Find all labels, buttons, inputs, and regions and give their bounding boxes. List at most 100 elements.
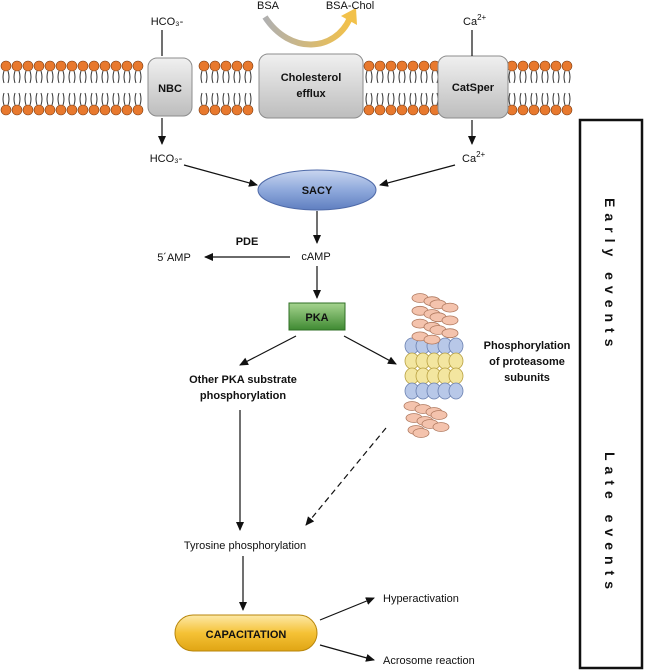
proteasome-subunit <box>448 337 464 355</box>
lipid-head <box>99 104 111 116</box>
lipid-head <box>132 104 144 116</box>
lipid-tail <box>35 70 43 84</box>
capacitation-node <box>174 614 318 652</box>
lipid-head <box>561 104 573 116</box>
lipid-tail <box>244 70 252 84</box>
nbc-transporter <box>147 57 193 117</box>
lipid-head <box>209 60 221 72</box>
proteasome-regulatory-cap <box>412 428 430 438</box>
amp-label: 5´AMP <box>157 252 191 264</box>
lipid-tail <box>541 92 549 106</box>
lipid-head <box>55 60 67 72</box>
lipid-head <box>539 60 551 72</box>
lipid-tail <box>46 70 54 84</box>
lipid-tail <box>13 70 21 84</box>
proteasome-regulatory-cap <box>430 410 448 420</box>
lipid-tail <box>35 92 43 106</box>
lipid-tail <box>24 92 32 106</box>
lipid-tail <box>519 70 527 84</box>
lipid-tail <box>530 92 538 106</box>
lipid-tail <box>200 70 208 84</box>
lipid-head <box>550 60 562 72</box>
lipid-tail <box>420 70 428 84</box>
proteasome-label-line2: of proteasome <box>489 356 565 368</box>
lipid-tail <box>112 92 120 106</box>
lipid-tail <box>541 70 549 84</box>
lipid-tail <box>101 92 109 106</box>
lipid-head <box>110 60 122 72</box>
lipid-head <box>66 104 78 116</box>
proteasome-regulatory-cap <box>441 315 459 326</box>
other-pka-label-line2: phosphorylation <box>200 390 286 402</box>
lipid-tail <box>2 92 10 106</box>
lipid-head <box>385 60 397 72</box>
proteasome-regulatory-cap <box>432 422 450 432</box>
lipid-tail <box>365 70 373 84</box>
lipid-tail <box>211 70 219 84</box>
proteasome-subunit <box>448 352 464 370</box>
lipid-head <box>242 104 254 116</box>
lipid-tail <box>233 92 241 106</box>
pka-to-proteasome-arrow <box>343 335 397 365</box>
bsa-chol-label: BSA-Chol <box>326 0 374 12</box>
lipid-tail <box>79 92 87 106</box>
lipid-head <box>517 60 529 72</box>
lipid-tail <box>508 70 516 84</box>
lipid-tail <box>123 92 131 106</box>
lipid-tail <box>420 92 428 106</box>
lipid-head <box>363 104 375 116</box>
proteasome-regulatory-cap <box>441 302 459 313</box>
lipid-tail <box>200 92 208 106</box>
hyperactivation-label: Hyperactivation <box>383 593 459 605</box>
lipid-head <box>0 104 12 116</box>
lipid-head <box>121 60 133 72</box>
lipid-tail <box>431 92 439 106</box>
lipid-tail <box>387 70 395 84</box>
sacy-enzyme <box>257 169 377 211</box>
lipid-head <box>88 60 100 72</box>
lipid-tail <box>123 70 131 84</box>
lipid-head <box>561 60 573 72</box>
lipid-head <box>22 60 34 72</box>
lipid-head <box>231 60 243 72</box>
early-events-label: Early events <box>602 198 618 353</box>
capacitation-label: CAPACITATION <box>206 629 287 641</box>
pka-label: PKA <box>305 312 328 324</box>
lipid-head <box>220 60 232 72</box>
lipid-head <box>209 104 221 116</box>
lipid-tail <box>222 70 230 84</box>
lipid-tail <box>112 70 120 84</box>
lipid-tail <box>233 70 241 84</box>
lipid-tail <box>13 92 21 106</box>
proteasome-regulatory-cap <box>441 328 459 339</box>
catsper-label: CatSper <box>452 82 495 94</box>
lipid-head <box>121 104 133 116</box>
event-timeline-panel <box>578 118 644 670</box>
bsa-label: BSA <box>257 0 280 12</box>
bsa-arrowhead <box>341 8 357 25</box>
lipid-head <box>418 104 430 116</box>
tyrosine-label: Tyrosine phosphorylation <box>184 540 306 552</box>
lipid-head <box>33 60 45 72</box>
lipid-head <box>110 104 122 116</box>
lipid-tail <box>431 70 439 84</box>
lipid-head <box>44 104 56 116</box>
lipid-tail <box>409 70 417 84</box>
lipid-tail <box>508 92 516 106</box>
lipid-head <box>363 60 375 72</box>
sacy-label: SACY <box>302 185 333 197</box>
proteasome-to-tyrosine-dashed-arrow <box>305 427 387 526</box>
lipid-tail <box>57 70 65 84</box>
lipid-tail <box>101 70 109 84</box>
lipid-tail <box>552 70 560 84</box>
lipid-tail <box>563 92 571 106</box>
lipid-head <box>396 60 408 72</box>
proteasome-subunit <box>448 367 464 385</box>
lipid-head <box>77 60 89 72</box>
lipid-tail <box>398 92 406 106</box>
nbc-label: NBC <box>158 83 182 95</box>
lipid-head <box>374 104 386 116</box>
pka-kinase <box>288 302 346 331</box>
lipid-head <box>0 60 12 72</box>
